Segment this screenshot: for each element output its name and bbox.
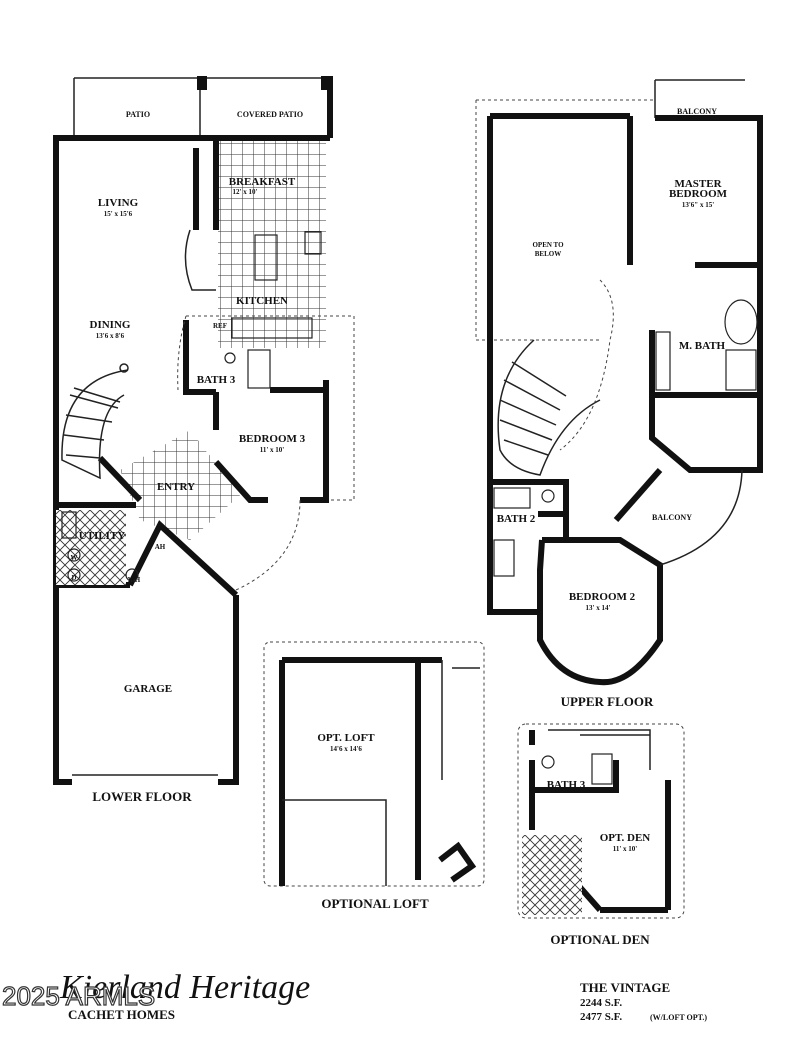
optional-den-plan	[517, 723, 685, 919]
utility-label: UTILITY	[79, 530, 126, 542]
watermark: 2025 ARMLS	[2, 981, 155, 1011]
patio-label: PATIO	[126, 110, 150, 119]
den-bath3-label: BATH 3	[547, 779, 586, 791]
optional-loft-title: OPTIONAL LOFT	[321, 896, 429, 911]
bath3-label: BATH 3	[197, 374, 236, 386]
optional-den-title: OPTIONAL DEN	[550, 932, 650, 947]
opt-den-size: 11' x 10'	[613, 845, 638, 853]
plan-loft-note: (W/LOFT OPT.)	[650, 1013, 707, 1022]
breakfast-label: BREAKFAST	[229, 176, 296, 188]
upper-floor-plan	[475, 79, 763, 686]
master-bedroom-size: 13'6" x 15'	[682, 201, 714, 209]
bedroom2-size: 13' x 14'	[586, 604, 611, 612]
ah-label: AH	[155, 543, 166, 551]
w-label: W	[71, 554, 78, 562]
builder-name: CACHET HOMES	[68, 1007, 175, 1022]
upper-floor-title: UPPER FLOOR	[561, 694, 654, 709]
entry-label: ENTRY	[157, 481, 195, 493]
d-label: D	[71, 574, 76, 582]
bedroom3-size: 11' x 10'	[260, 446, 285, 454]
dining-size: 13'6 x 8'6	[96, 332, 125, 340]
bedroom3-label: BEDROOM 3	[239, 433, 306, 445]
living-size: 15' x 15'6	[104, 210, 133, 218]
bedroom2-label: BEDROOM 2	[569, 591, 636, 603]
opt-den-label: OPT. DEN	[600, 832, 651, 844]
opt-loft-size: 14'6 x 14'6	[330, 745, 362, 753]
master-bedroom-label-2: BEDROOM	[669, 188, 728, 200]
m-bath-label: M. BATH	[679, 340, 726, 352]
wh-label: WH	[128, 576, 141, 584]
kitchen-label: KITCHEN	[236, 295, 288, 307]
plan-labels: PATIO COVERED PATIO LIVING 15' x 15'6 BR…	[1, 107, 728, 1023]
plan-name: THE VINTAGE	[580, 980, 670, 995]
plan-sqft: 2244 S.F.	[580, 997, 622, 1009]
plan-sqft-loft: 2477 S.F.	[580, 1011, 622, 1023]
master-bedroom-label-1: MASTER	[674, 178, 722, 190]
opt-loft-label: OPT. LOFT	[317, 732, 375, 744]
open-to-label-2: BELOW	[535, 250, 561, 258]
balcony-side-label: BALCONY	[652, 513, 692, 522]
covered-patio-label: COVERED PATIO	[237, 110, 303, 119]
living-label: LIVING	[98, 197, 139, 209]
lower-floor-plan	[53, 76, 355, 785]
balcony-top-label: BALCONY	[677, 107, 717, 116]
dining-label: DINING	[90, 319, 131, 331]
open-to-label-1: OPEN TO	[532, 241, 564, 249]
ref-label: REF	[213, 322, 227, 330]
optional-loft-plan	[263, 641, 485, 887]
community-script-title: Kierland Heritage	[59, 969, 310, 1006]
garage-label: GARAGE	[124, 683, 172, 695]
breakfast-size: 12' x 10'	[233, 188, 258, 196]
lower-floor-title: LOWER FLOOR	[92, 789, 192, 804]
bath2-label: BATH 2	[497, 513, 536, 525]
